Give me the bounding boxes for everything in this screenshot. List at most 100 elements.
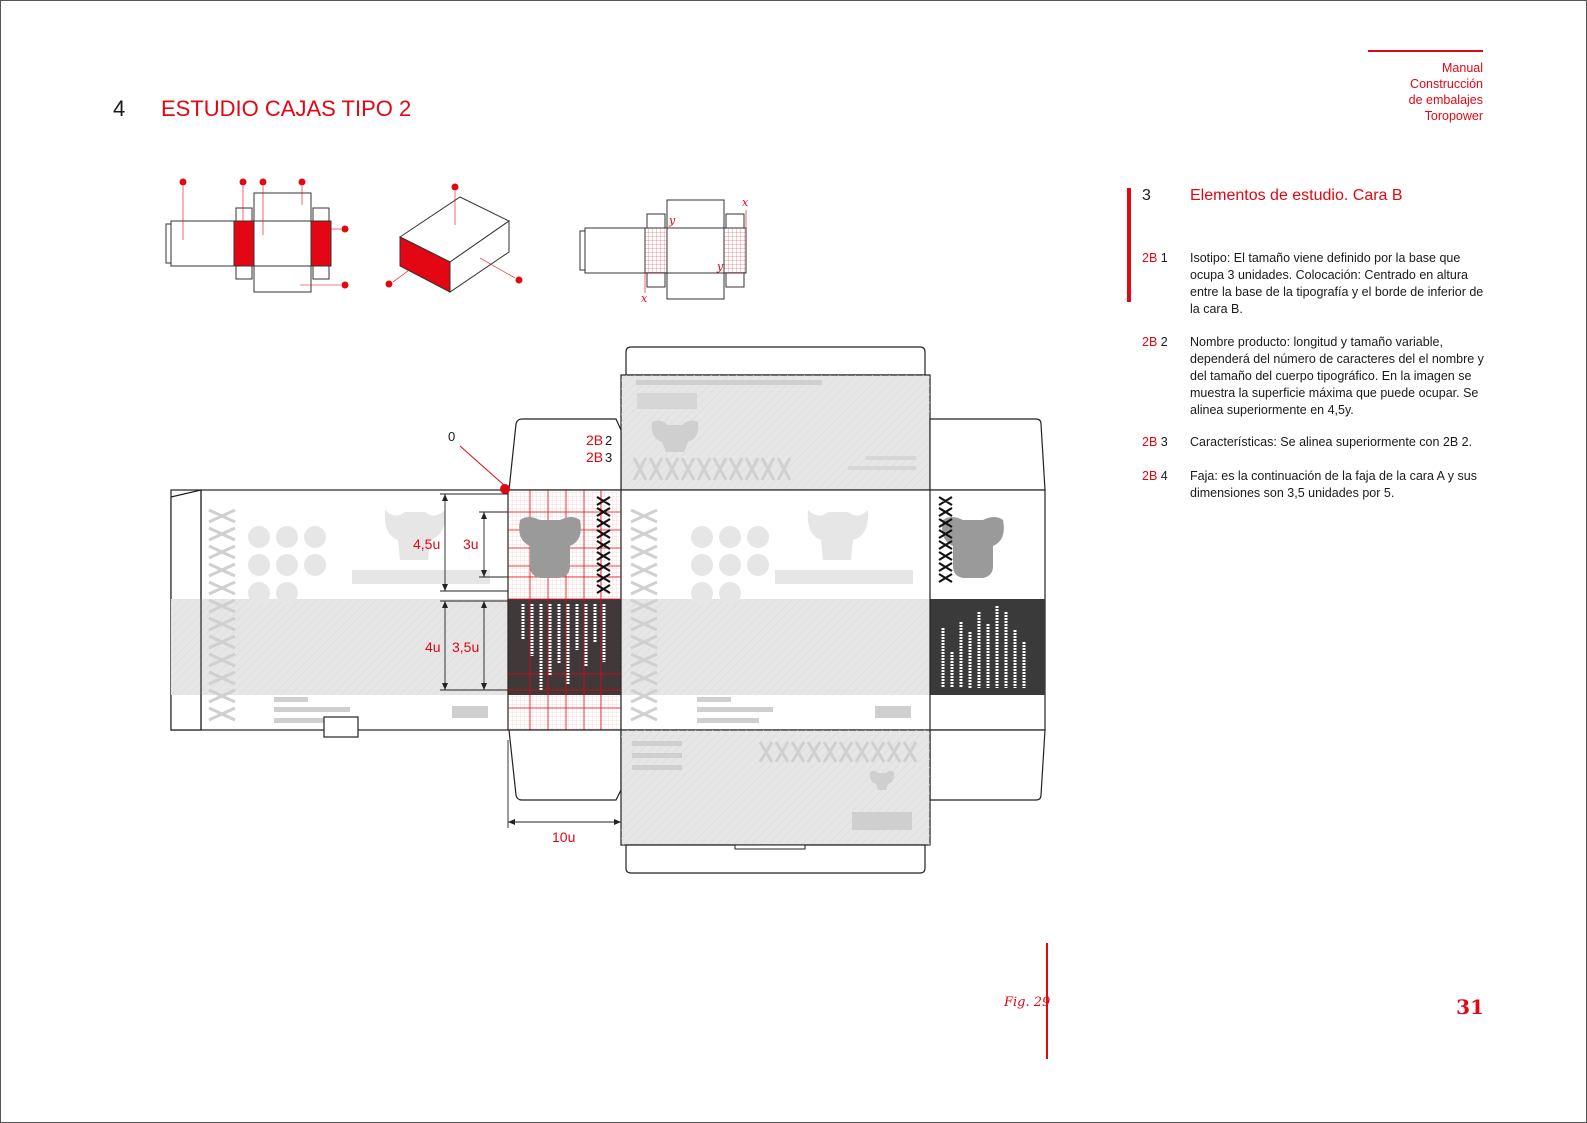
manual-line: Manual [1442, 61, 1483, 75]
thumb-red-panel [310, 220, 332, 267]
thumb-flap [725, 213, 745, 229]
thumb-flap [235, 207, 253, 222]
study-item: 2B 4 Faja: es la continuación de la faja… [1142, 468, 1492, 502]
thumb-panel [170, 220, 235, 267]
thumb-flap [253, 265, 312, 293]
main-top-tuck [625, 346, 926, 376]
callout-number: 3 [605, 450, 612, 465]
face-a-placeholders [248, 510, 913, 604]
bull-isotipo-icon [519, 517, 581, 578]
main-side-flap [508, 418, 622, 491]
var-y-label: y [668, 214, 676, 227]
callout-code: 2B [586, 449, 603, 465]
tuck-notch [734, 844, 806, 850]
name-placeholder-top [632, 457, 792, 481]
thumb-flap [646, 213, 666, 229]
study-item: 2B 2 Nombre producto: longitud y tamaño … [1142, 334, 1492, 419]
name-placeholder-bottom [758, 741, 918, 763]
thumb-flap [312, 265, 330, 280]
thumb-red-panel [233, 220, 255, 267]
thumb-panel [584, 227, 646, 274]
subsection-number: 3 [1142, 187, 1151, 204]
marker-dot [259, 178, 267, 186]
marker-dot [239, 178, 247, 186]
main-bottom-tuck [625, 844, 926, 874]
grid-variable-labels: y y x x [641, 196, 749, 305]
box-front [449, 220, 510, 293]
main-side-flap [929, 729, 1046, 801]
marker-dot [385, 280, 393, 288]
thumb-flap [666, 199, 725, 229]
thumb-flap [666, 272, 725, 300]
var-x-label: x [641, 292, 648, 305]
manual-title: Manual Construcción de embalajes Toropow… [1360, 60, 1483, 124]
marker-dot [179, 178, 187, 186]
thumb-panel [666, 227, 725, 274]
var-x-label: x [742, 196, 749, 209]
origin-label: 0 [448, 429, 455, 444]
item-code: 2B [1142, 435, 1158, 449]
bull-icon-ghost [869, 770, 895, 790]
thumb-flap [725, 272, 745, 288]
figure-label: Fig. 29 [1004, 995, 1051, 1010]
lock-tab [323, 716, 359, 738]
thumbnail-box-3d [399, 196, 510, 293]
dim-label: 3u [463, 536, 479, 552]
small-text-placeholders [274, 697, 911, 723]
manual-line: Toropower [1424, 109, 1483, 123]
item-code: 2B [1142, 251, 1158, 265]
main-side-flap [929, 418, 1046, 491]
dimension-arrows [442, 494, 621, 825]
dim-label: 3,5u [452, 639, 479, 655]
manual-line: Construcción [1410, 77, 1483, 91]
callout-number: 2 [605, 433, 612, 448]
thumb-tab [579, 230, 586, 271]
product-name-column [596, 496, 953, 594]
item-code-number: 1 [1160, 251, 1168, 265]
thumb-tab [165, 223, 172, 264]
top-bar-placeholder [636, 380, 822, 385]
var-y-label: y [716, 260, 724, 273]
thumb-panel [253, 220, 312, 267]
subsection-title: Elementos de estudio. Cara B [1190, 187, 1403, 204]
dimension-lines [440, 493, 622, 828]
origin-leader [459, 445, 506, 487]
vertical-name-placeholder [208, 508, 658, 722]
box-leaders [392, 191, 516, 283]
bull-isotipo-icon [942, 517, 1004, 578]
top-block-placeholder [637, 393, 697, 409]
bull-icon-ghost [651, 420, 699, 452]
thumbnail-dieline [165, 192, 332, 293]
thumb-flap [235, 265, 253, 280]
thumb-flap [646, 272, 666, 288]
section-title: ESTUDIO CAJAS TIPO 2 [161, 96, 412, 121]
dim-label: 10u [552, 829, 575, 845]
dim-label: 4,5u [413, 536, 440, 552]
page-number: 31 [1456, 995, 1484, 1019]
thumb-leaders [182, 186, 341, 286]
dim-label: 4u [425, 639, 441, 655]
marker-dot [515, 276, 523, 284]
marker-dot [298, 178, 306, 186]
callout-code: 2B [586, 432, 603, 448]
item-text: Características: Se alinea superiormente… [1190, 435, 1473, 449]
top-right-placeholders [848, 456, 916, 470]
item-text: Isotipo: El tamaño viene definido por la… [1190, 251, 1484, 316]
marker-dot [341, 281, 349, 289]
item-code: 2B [1142, 335, 1158, 349]
thumb-markers [179, 178, 349, 289]
manual-line: de embalajes [1408, 93, 1483, 107]
manual-rule [1368, 50, 1483, 52]
item-text: Nombre producto: longitud y tamaño varia… [1190, 335, 1484, 417]
bull-icon-ghost [384, 510, 446, 560]
section-accent-bar [1127, 188, 1131, 302]
grid-leaders [644, 210, 747, 293]
item-code-number: 4 [1160, 469, 1168, 483]
marker-dot [341, 225, 349, 233]
item-code: 2B [1142, 469, 1158, 483]
item-text: Faja: es la continuación de la faja de l… [1190, 469, 1477, 500]
origin-dot [500, 484, 510, 494]
characteristics-marks [521, 604, 1026, 690]
item-code-number: 3 [1160, 435, 1168, 449]
